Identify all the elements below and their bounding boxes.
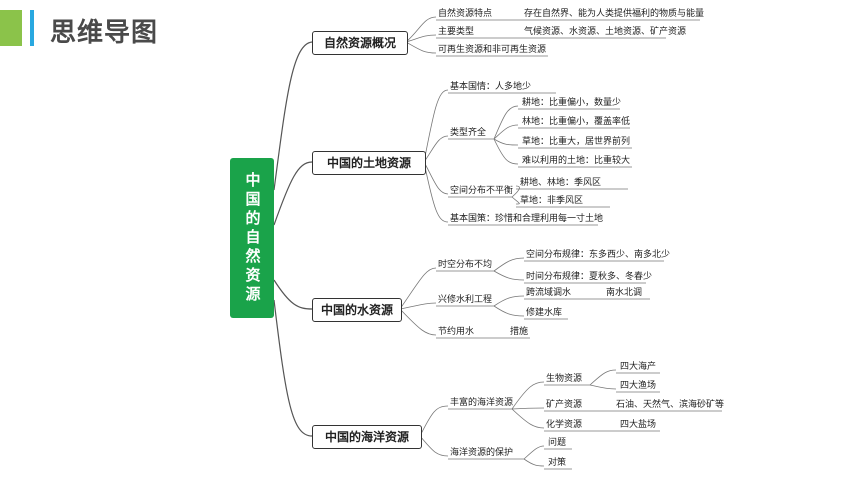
node-renewable: 可再生资源和非可再生资源 <box>438 45 547 55</box>
node-four-salt-fields: 四大盐场 <box>620 420 657 430</box>
node-problems: 问题 <box>548 438 567 448</box>
node-land-types: 类型齐全 <box>450 128 487 138</box>
node-resource-features: 自然资源特点 <box>438 9 493 19</box>
node-hard-to-use-land: 难以利用的土地：比重较大 <box>522 156 631 166</box>
node-biological: 生物资源 <box>546 374 583 384</box>
node-countermeasures: 对策 <box>548 458 567 468</box>
node-save-water: 节约用水 <box>438 327 475 337</box>
branch-water-resources: 中国的水资源 <box>312 298 402 322</box>
node-main-types-list: 气候资源、水资源、土地资源、矿产资源 <box>524 27 687 37</box>
branch-ocean-resources: 中国的海洋资源 <box>312 425 422 449</box>
node-south-north-transfer: 南水北调 <box>606 288 643 298</box>
node-grassland: 草地：比重大，居世界前列 <box>522 137 631 147</box>
node-four-fisheries: 四大渔场 <box>620 381 657 391</box>
node-resource-definition: 存在自然界、能为人类提供福利的物质与能量 <box>524 9 705 19</box>
node-water-temporal: 时间分布规律：夏秋多、冬春少 <box>526 272 653 282</box>
node-arable-land: 耕地：比重偏小，数量少 <box>522 98 622 108</box>
node-water-transfer: 跨流域调水 <box>526 288 572 298</box>
node-water-uneven: 时空分布不均 <box>438 260 493 270</box>
branch-land-resources: 中国的土地资源 <box>312 151 426 175</box>
title-accent-line <box>30 10 34 46</box>
node-chemical: 化学资源 <box>546 420 583 430</box>
node-reservoirs: 修建水库 <box>526 308 563 318</box>
node-rich-ocean: 丰富的海洋资源 <box>450 398 514 408</box>
node-forest-land: 林地：比重偏小，覆盖率低 <box>522 117 631 127</box>
node-monsoon-region: 耕地、林地：季风区 <box>520 178 602 188</box>
node-mineral: 矿产资源 <box>546 400 583 410</box>
node-land-distribution: 空间分布不平衡 <box>450 186 514 196</box>
node-land-national-condition: 基本国情：人多地少 <box>450 82 532 92</box>
node-non-monsoon-region: 草地：非季风区 <box>520 196 584 206</box>
node-four-seafoods: 四大海产 <box>620 362 657 372</box>
branch-natural-resources-overview: 自然资源概况 <box>312 31 408 55</box>
node-main-types: 主要类型 <box>438 27 475 37</box>
node-measures: 措施 <box>510 327 529 337</box>
node-water-projects: 兴修水利工程 <box>438 295 493 305</box>
node-ocean-protection: 海洋资源的保护 <box>450 448 514 458</box>
node-oil-gas: 石油、天然气、滨海砂矿等 <box>616 400 725 410</box>
title-accent-block <box>0 10 22 46</box>
root-node: 中国的自然资源 <box>230 158 274 318</box>
page-title: 思维导图 <box>50 18 159 48</box>
node-land-policy: 基本国策：珍惜和合理利用每一寸土地 <box>450 214 604 224</box>
node-water-spatial: 空间分布规律：东多西少、南多北少 <box>526 250 671 260</box>
